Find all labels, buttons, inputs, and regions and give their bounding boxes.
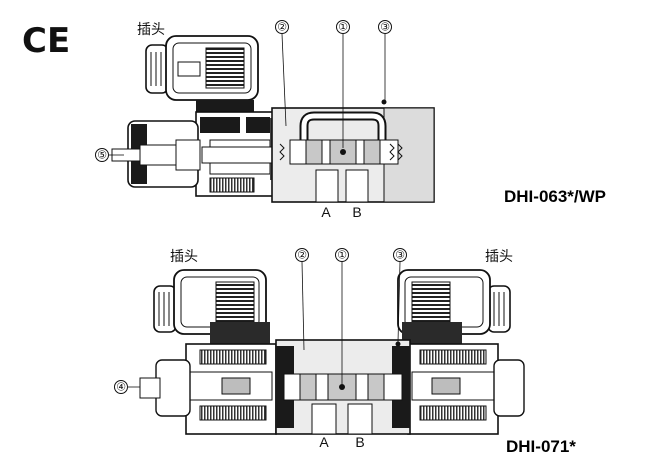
bottom-callout-4: ④ [114, 380, 140, 394]
svg-text:③: ③ [380, 21, 390, 34]
bottom-left-plug-label: 插头 [170, 249, 198, 265]
top-port-b: B [352, 204, 361, 220]
svg-text:③: ③ [395, 249, 405, 262]
top-model-label: DHI-063*/WP [504, 187, 606, 206]
bottom-callout-3: ③ [393, 248, 407, 343]
top-valve: 插头 ② ① ③ ⑤ A B DHI-063*/WP [95, 20, 606, 220]
bottom-model-label: DHI-071* [506, 437, 576, 456]
bottom-port-a: A [319, 434, 329, 450]
top-port-a: A [321, 204, 331, 220]
ce-mark: CE [22, 21, 70, 61]
top-valve-body [271, 99, 435, 203]
svg-text:⑤: ⑤ [97, 149, 107, 162]
bottom-right-plug-connector [397, 269, 511, 344]
svg-text:①: ① [338, 21, 348, 34]
bottom-left-plug-connector [153, 269, 270, 344]
bottom-left-solenoid [139, 343, 277, 435]
svg-text:①: ① [337, 249, 347, 262]
bottom-valve: 插头 插头 ② ① ③ ④ A B DHI-071* [114, 248, 576, 456]
top-callout-5: ⑤ [95, 148, 124, 162]
top-end-cap [111, 120, 201, 188]
bottom-right-plug-label: 插头 [485, 249, 513, 265]
top-callout-1: ① [336, 20, 350, 148]
svg-text:④: ④ [116, 381, 126, 394]
top-callout-2: ② [275, 20, 289, 127]
bottom-port-b: B [355, 434, 364, 450]
bottom-callout-1: ① [335, 248, 349, 384]
bottom-right-solenoid [407, 343, 525, 435]
top-plug-connector [145, 35, 259, 112]
svg-text:②: ② [297, 249, 307, 262]
svg-text:②: ② [277, 21, 287, 34]
bottom-callout-2: ② [295, 248, 309, 351]
top-callout-3: ③ [378, 20, 392, 100]
bottom-valve-body [275, 339, 411, 435]
top-plug-label: 插头 [137, 22, 165, 38]
